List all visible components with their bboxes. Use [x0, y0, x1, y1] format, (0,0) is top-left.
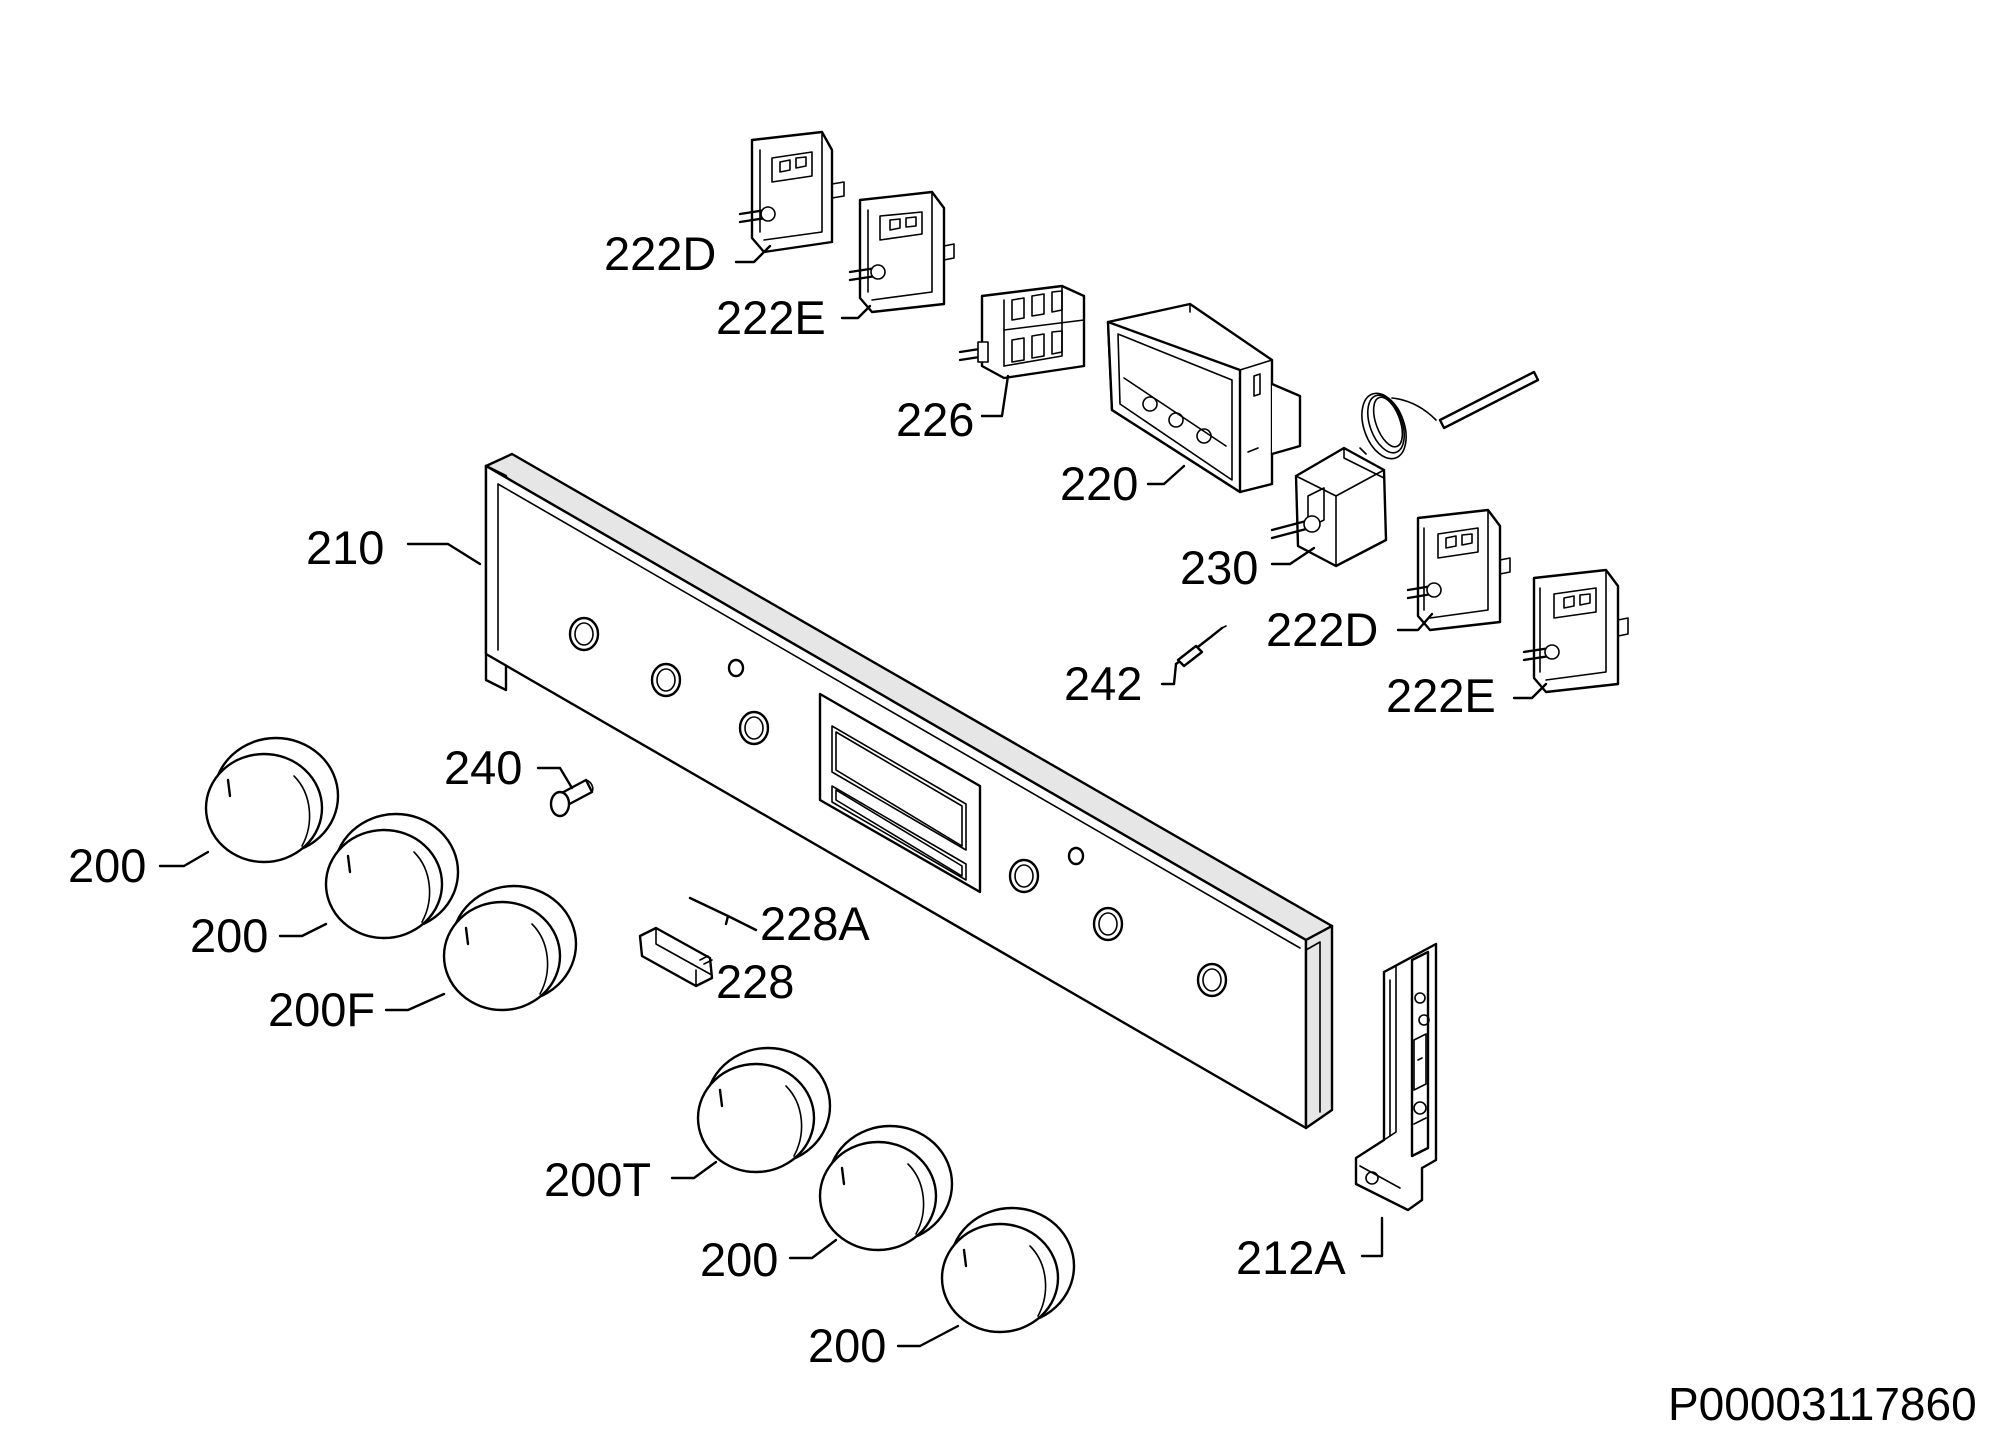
panel-hole	[650, 662, 682, 698]
label-210: 210	[306, 521, 384, 574]
panel-hole	[568, 616, 600, 652]
drawing-number: P00003117860	[1668, 1378, 1977, 1430]
bracket-212a	[1354, 942, 1438, 1212]
indicator-lamp-240	[549, 778, 594, 818]
knob-200-b	[324, 812, 460, 940]
panel-hole	[1092, 906, 1124, 942]
panel-hole	[1067, 846, 1085, 866]
label-222e-upper: 222E	[716, 291, 826, 344]
lamp-228	[638, 926, 714, 988]
label-200-a: 200	[68, 839, 146, 892]
control-panel-210	[484, 452, 1334, 1130]
knob-200-d	[940, 1206, 1076, 1334]
label-222e-lower: 222E	[1386, 669, 1496, 722]
label-226: 226	[896, 393, 974, 446]
panel-hole	[738, 710, 770, 746]
leader-lines	[158, 244, 1548, 1348]
label-222d-upper: 222D	[604, 227, 716, 280]
panel-hole	[1196, 962, 1228, 998]
thermostat-230	[1270, 370, 1540, 568]
label-222d-lower: 222D	[1266, 603, 1378, 656]
label-200-b: 200	[190, 909, 268, 962]
label-212a: 212A	[1236, 1231, 1346, 1284]
timer-display-220	[1106, 302, 1302, 494]
label-242: 242	[1064, 657, 1142, 710]
label-200f: 200F	[268, 983, 375, 1036]
label-200t: 200T	[544, 1153, 651, 1206]
switch-222e-upper	[848, 190, 955, 314]
knob-200-a	[204, 736, 340, 864]
label-200-c: 200	[700, 1233, 778, 1286]
knob-200f	[442, 884, 578, 1012]
knob-200t	[696, 1046, 832, 1174]
knob-200-c	[818, 1124, 954, 1252]
label-240: 240	[444, 741, 522, 794]
switch-222e-lower	[1522, 568, 1629, 694]
spring-228a	[688, 896, 758, 932]
pin-242	[1174, 625, 1227, 668]
label-228a: 228A	[760, 897, 870, 950]
panel-hole	[727, 658, 745, 678]
selector-switch-226	[958, 284, 1086, 380]
switch-222d-upper	[738, 130, 845, 254]
label-200-d: 200	[808, 1319, 886, 1372]
panel-hole	[1008, 858, 1040, 894]
switch-222d-lower	[1406, 508, 1511, 632]
label-220: 220	[1060, 457, 1138, 510]
label-228: 228	[716, 955, 794, 1008]
label-230: 230	[1180, 541, 1258, 594]
